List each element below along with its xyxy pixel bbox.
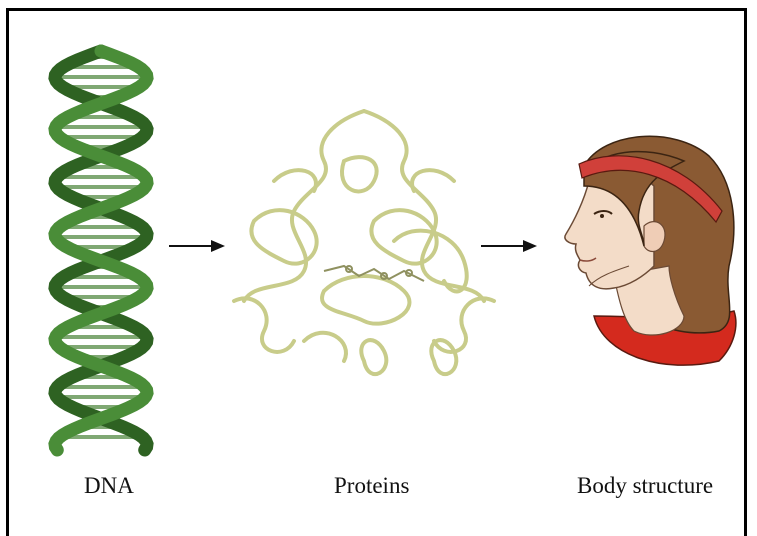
proteins-label: Proteins	[334, 473, 409, 499]
dna-label: DNA	[84, 473, 134, 499]
dna-helix-icon	[39, 41, 169, 461]
protein-ribbon-icon	[214, 101, 514, 401]
human-head-icon	[544, 126, 744, 376]
arrow-right-icon	[481, 239, 537, 253]
body-structure-label: Body structure	[577, 473, 713, 499]
diagram-frame: DNA Proteins Body structure	[6, 8, 747, 536]
